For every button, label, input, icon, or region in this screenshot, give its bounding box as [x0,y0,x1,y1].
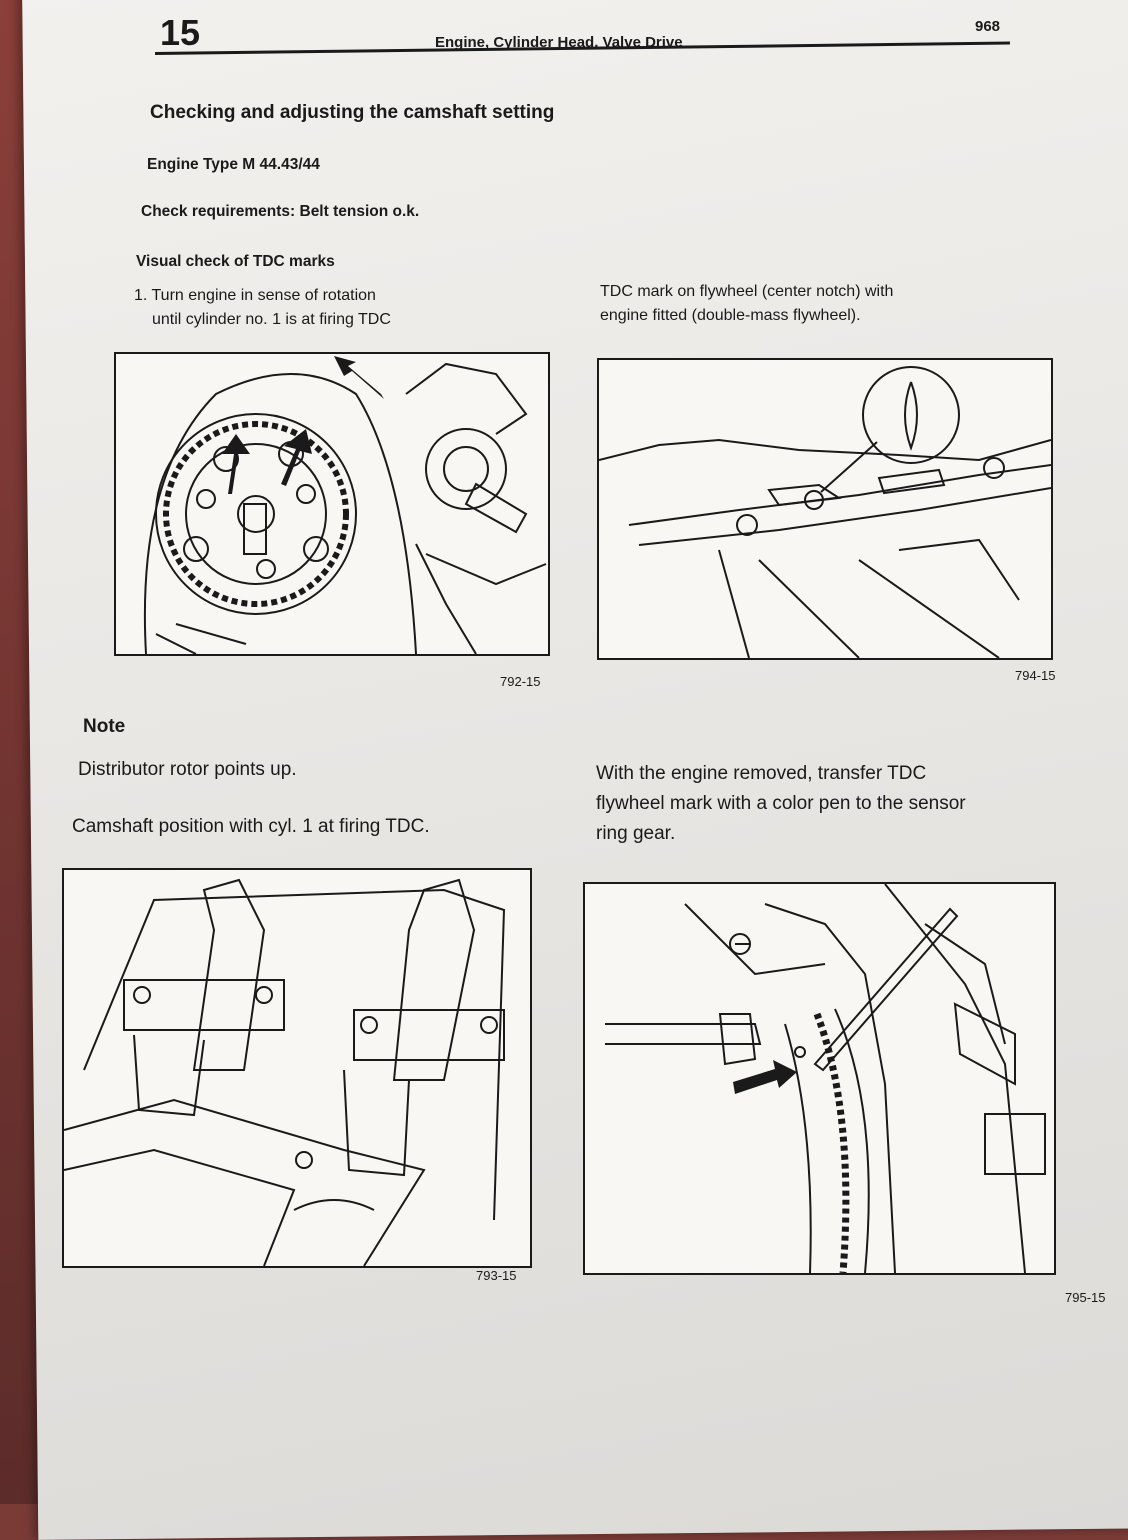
figure-sensor-ring-gear [583,882,1056,1275]
engine-type: Engine Type M 44.43/44 [147,156,320,173]
figure-camshafts [62,868,532,1268]
step1-line2: until cylinder no. 1 is at firing TDC [152,311,391,328]
chapter-number: 15 [160,12,201,53]
step1-line1: 1. Turn engine in sense of rotation [134,287,376,304]
tdc-line1: TDC mark on flywheel (center notch) with [600,283,894,300]
subheading-visual-check: Visual check of TDC marks [136,253,335,270]
page-title: Checking and adjusting the camshaft sett… [150,102,555,123]
camshaft-sprocket-drawing [143,356,547,654]
note-heading: Note [83,716,126,737]
camshafts-drawing [64,878,506,1266]
removed-line1: With the engine removed, transfer TDC [596,763,927,784]
sensor-ring-gear-drawing [605,884,1046,1273]
note-text: Distributor rotor points up. [78,759,297,780]
removed-line2: flywheel mark with a color pen to the se… [596,793,966,814]
flywheel-tdc-drawing [599,366,1051,658]
removed-line3: ring gear. [596,823,676,844]
figure-camshaft-sprocket [114,352,550,656]
check-requirements: Check requirements: Belt tension o.k. [141,203,420,220]
camshaft-position-text: Camshaft position with cyl. 1 at firing … [72,816,430,837]
tdc-line2: engine fitted (double-mass flywheel). [600,307,861,324]
figure-label-1: 792-15 [500,674,541,689]
section-title: Engine, Cylinder Head, Valve Drive [435,34,683,51]
figure-label-4: 795-15 [1065,1290,1106,1305]
model-number: 968 [975,18,1001,35]
figure-flywheel-tdc [597,358,1053,660]
figure-label-2: 794-15 [1015,668,1056,683]
figure-label-3: 793-15 [476,1268,517,1283]
